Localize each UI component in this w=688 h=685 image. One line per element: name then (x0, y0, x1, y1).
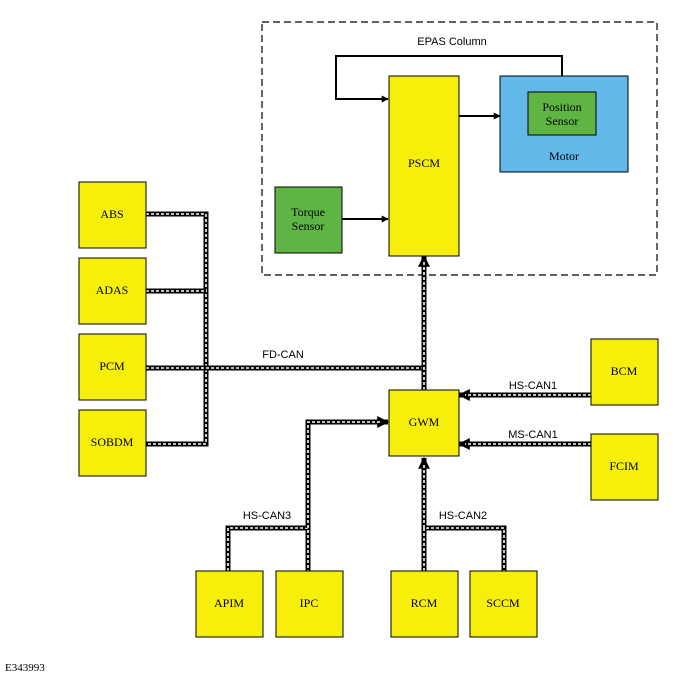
apim-label: APIM (214, 596, 244, 610)
abs-label: ABS (100, 207, 123, 221)
gwm-module: GWM (388, 389, 460, 457)
gwm-label: GWM (409, 415, 440, 429)
fcim-label: FCIM (609, 459, 639, 473)
sobdm-module: SOBDM (78, 409, 147, 477)
pscm-module: PSCM (388, 75, 460, 257)
motor-label: Motor (549, 149, 579, 163)
hs-can3-label: HS-CAN3 (243, 510, 291, 522)
position-feedback-wire (335, 55, 563, 103)
adas-module: ADAS (78, 257, 147, 325)
bcm-module: BCM (590, 338, 659, 406)
epas-column-label: EPAS Column (417, 36, 487, 48)
adas-label: ADAS (96, 283, 129, 297)
epas-column-frame (261, 21, 658, 276)
torque-sensor: Torque Sensor (274, 186, 343, 254)
rcm-module: RCM (390, 570, 459, 638)
hs-can3-bus (225, 416, 390, 571)
pscm-label: PSCM (408, 156, 440, 170)
ipc-label: IPC (300, 596, 319, 610)
torque-label-line1: Torque (291, 205, 325, 219)
fcim-module: FCIM (590, 433, 659, 501)
fd-can-bus (146, 211, 430, 447)
sccm-label: SCCM (486, 596, 520, 610)
bcm-label: BCM (611, 364, 638, 378)
position-label-line1: Position (542, 100, 581, 114)
pcm-module: PCM (78, 333, 147, 401)
position-sensor: Position Sensor (527, 91, 597, 136)
sobdm-label: SOBDM (91, 435, 134, 449)
fd-can-label: FD-CAN (262, 349, 304, 361)
pcm-label: PCM (99, 359, 125, 373)
position-label-line2: Sensor (546, 114, 579, 128)
rcm-label: RCM (411, 596, 438, 610)
hs-can2-bus (418, 456, 507, 571)
sccm-module: SCCM (469, 570, 538, 638)
ipc-module: IPC (275, 570, 344, 638)
abs-module: ABS (78, 181, 147, 249)
ms-can1-label: MS-CAN1 (508, 429, 558, 441)
hs-can2-label: HS-CAN2 (439, 510, 487, 522)
torque-label-line2: Sensor (292, 219, 325, 233)
hs-can1-label: HS-CAN1 (509, 380, 557, 392)
figure-reference: E343993 (5, 662, 45, 674)
apim-module: APIM (195, 570, 264, 638)
